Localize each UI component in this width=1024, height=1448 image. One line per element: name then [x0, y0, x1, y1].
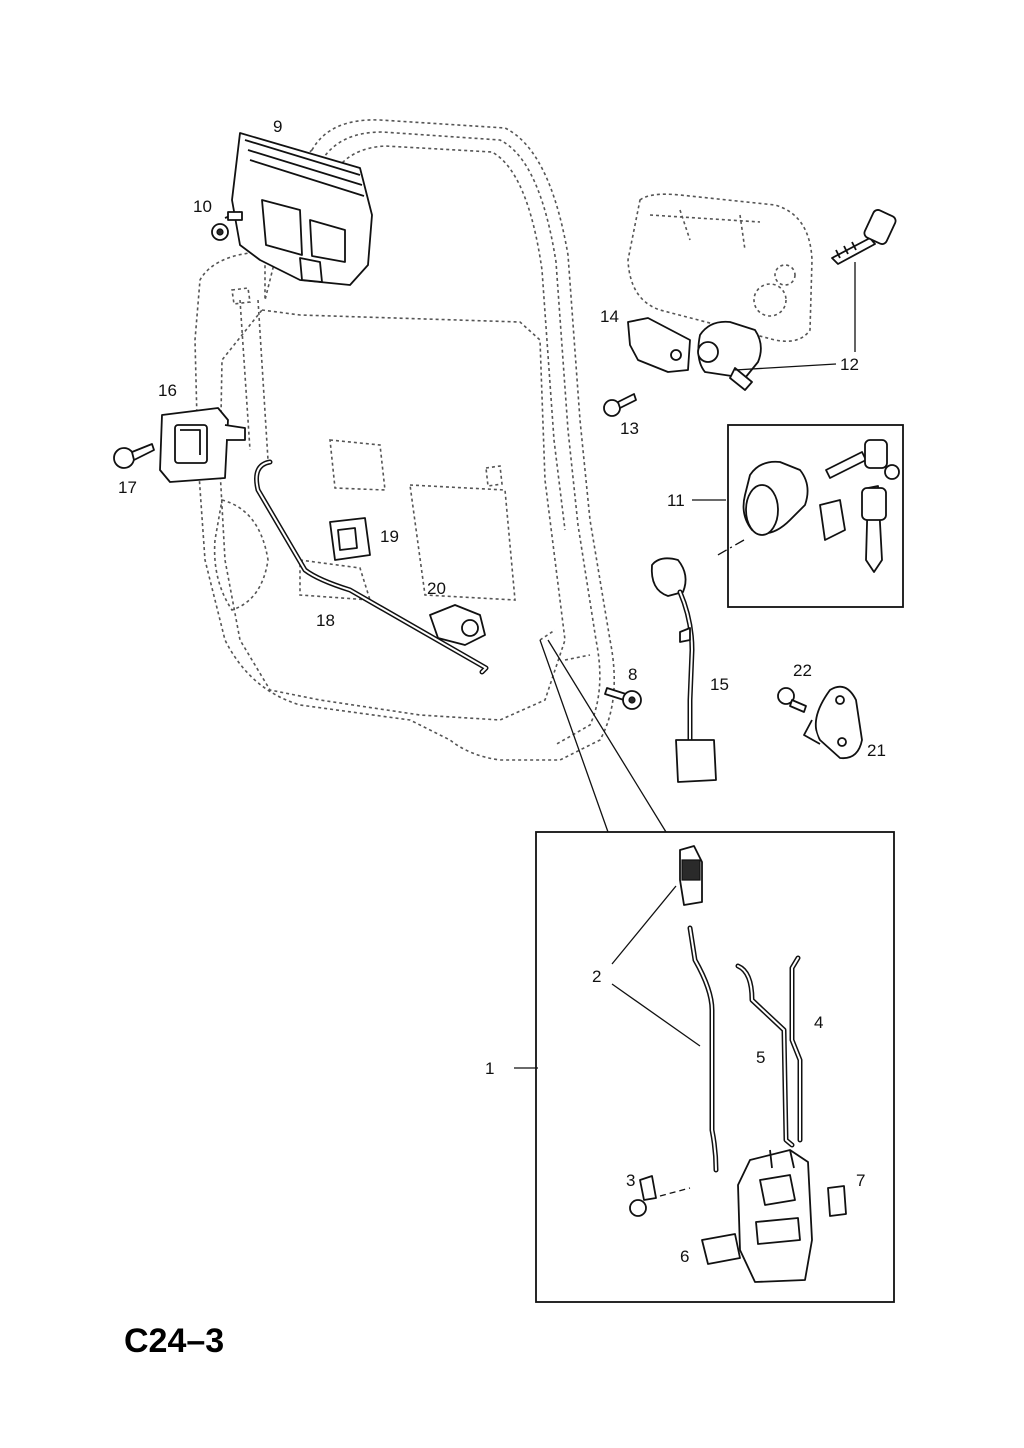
bracket-part-6 [701, 1233, 741, 1265]
sheet-code: C24–3 [124, 1322, 224, 1360]
callout-21: 21 [867, 741, 886, 760]
callout-12: 12 [840, 355, 859, 374]
callout-9: 9 [273, 117, 282, 136]
callout-8: 8 [628, 665, 637, 684]
callout-18: 18 [316, 611, 335, 630]
inner-handle-part-16 [159, 407, 246, 483]
callout-4: 4 [814, 1013, 823, 1032]
bolt-part-10 [211, 211, 243, 241]
callout-20: 20 [427, 579, 446, 598]
callout-11: 11 [667, 491, 685, 510]
bolt-part-8 [604, 687, 642, 710]
screw-part-17 [113, 443, 155, 469]
door-shell-outline [194, 119, 616, 761]
callout-15: 15 [710, 675, 729, 694]
rod-end-cap-part-2 [679, 845, 703, 906]
striker-plate-part-21 [803, 685, 863, 760]
callout-5: 5 [756, 1048, 765, 1067]
clip-part-19 [329, 517, 371, 561]
lock-cylinder-part-12 [697, 320, 762, 391]
lock-detail-frame [535, 639, 895, 1303]
callout-14: 14 [600, 307, 619, 326]
leader-lines [514, 262, 856, 1069]
bracket-part-14 [627, 317, 691, 373]
lock-rods [687, 925, 803, 1173]
key-icon [831, 209, 897, 265]
lock-kit-part-11 [727, 424, 904, 608]
callout-22: 22 [793, 661, 812, 680]
callout-17: 17 [118, 478, 137, 497]
callout-labels: 1 2 3 4 5 6 7 8 9 10 11 12 13 14 15 16 1… [118, 117, 886, 1266]
callout-13: 13 [620, 419, 639, 438]
cable-part-15 [650, 557, 717, 783]
callout-16: 16 [158, 381, 177, 400]
outer-handle-outline [627, 193, 813, 343]
bolt-part-22 [777, 687, 807, 713]
callout-10: 10 [193, 197, 212, 216]
callout-3: 3 [626, 1171, 635, 1190]
callout-6: 6 [680, 1247, 689, 1266]
door-lock-part-1 [737, 1149, 813, 1283]
rod-part-18 [254, 459, 489, 675]
cap-part-7 [827, 1185, 847, 1217]
callout-2: 2 [592, 967, 601, 986]
callout-1: 1 [485, 1059, 494, 1078]
rod-clip-part-20 [429, 604, 486, 646]
screw-part-13 [603, 393, 637, 417]
window-regulator-part-9 [231, 132, 373, 286]
callout-7: 7 [856, 1171, 865, 1190]
callout-19: 19 [380, 527, 399, 546]
clip-part-3 [629, 1175, 691, 1217]
